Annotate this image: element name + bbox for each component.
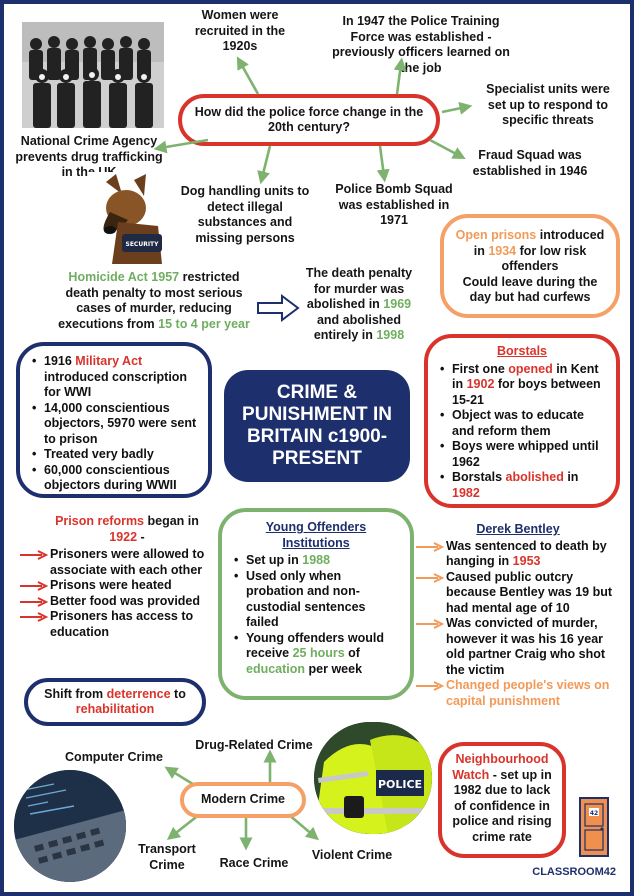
computer-crime-label: Computer Crime xyxy=(65,750,163,764)
bomb-squad-text: Police Bomb Squad was established in 197… xyxy=(335,182,453,227)
modern-crime-text: Modern Crime xyxy=(200,792,286,807)
bentley-item: Caused public outcry because Bentley was… xyxy=(416,570,616,617)
reform-item: Prisons were heated xyxy=(20,578,210,594)
question-arrows xyxy=(153,56,473,185)
military-item-treated: Treated very badly xyxy=(30,447,200,463)
police-dog-photo: SECURITY xyxy=(88,172,170,264)
military-act-box: 1916 Military Act introduced conscriptio… xyxy=(16,342,212,498)
borstals-item-whipped: Boys were whipped until 1962 xyxy=(438,439,606,470)
police-women-photo xyxy=(22,22,164,128)
bentley-item: Was sentenced to death by hanging in 195… xyxy=(416,539,616,570)
right-outline-arrow-icon xyxy=(257,294,300,322)
specialist-units-text: Specialist units were set up to respond … xyxy=(486,82,610,127)
reform-item: Prisoners has access to education xyxy=(20,609,210,640)
bentley-item: Was convicted of murder, however it was … xyxy=(416,616,616,678)
race-crime-label: Race Crime xyxy=(219,856,289,870)
borstals-heading: Borstals xyxy=(496,344,548,358)
yoi-item-probation: Used only when probation and non-custodi… xyxy=(232,569,400,631)
borstals-box: Borstals First one opened in Kent in 190… xyxy=(424,334,620,508)
death-penalty-text: The death penalty for murder was abolish… xyxy=(305,266,413,342)
prison-reforms-section: Prison reforms began in 1922 - Prisoners… xyxy=(20,514,210,640)
yoi-item-setup: Set up in 1988 xyxy=(232,553,400,569)
shift-box: Shift from deterrence to rehabilitation xyxy=(24,678,206,726)
shift-text: Shift from deterrence to rehabilitation xyxy=(44,686,186,717)
derek-bentley-section: Derek Bentley Was sentenced to death by … xyxy=(416,522,616,709)
police-question-text: How did the police force change in the 2… xyxy=(194,104,424,135)
bentley-heading: Derek Bentley xyxy=(476,522,560,536)
military-item-objectors: 14,000 conscientious objectors, 5970 wer… xyxy=(30,401,200,448)
main-title: CRIME & PUNISHMENT IN BRITAIN c1900-PRES… xyxy=(224,370,410,482)
national-crime-agency-text: National Crime Agency prevents drug traf… xyxy=(15,134,163,179)
training-force-text: In 1947 the Police Training Force was es… xyxy=(332,14,510,75)
neighbourhood-watch-box: Neighbourhood Watch - set up in 1982 due… xyxy=(438,742,566,858)
reform-item: Prisoners were allowed to associate with… xyxy=(20,547,210,578)
police-question-bubble: How did the police force change in the 2… xyxy=(178,94,440,146)
military-item-wwii: 60,000 conscientious objectors during WW… xyxy=(30,463,200,494)
drug-related-crime-label: Drug-Related Crime xyxy=(195,738,313,752)
prison-reforms-heading: Prison reforms began in 1922 - xyxy=(55,514,199,544)
violent-crime-label: Violent Crime xyxy=(311,848,393,862)
red-arrow-icon xyxy=(20,612,48,622)
red-arrow-icon xyxy=(20,581,48,591)
transport-crime-label: Transport Crime xyxy=(138,842,196,872)
modern-crime-bubble: Modern Crime xyxy=(180,782,306,818)
police-officer-photo: POLICE xyxy=(314,722,432,834)
orange-arrow-icon xyxy=(416,572,444,583)
military-act-item: 1916 Military Act introduced conscriptio… xyxy=(30,354,200,401)
young-offenders-box: Young Offenders Institutions Set up in 1… xyxy=(218,508,414,700)
borstals-item-object: Object was to educate and reform them xyxy=(438,408,606,439)
orange-arrow-icon xyxy=(416,541,444,552)
brand-label: CLASSROOM42 xyxy=(532,866,616,878)
dog-vest-label: SECURITY xyxy=(126,241,160,248)
bentley-item: Changed people's views on capital punish… xyxy=(416,678,616,709)
open-prisons-curfew: Could leave during the day but had curfe… xyxy=(462,274,598,305)
open-prisons-box: Open prisons introduced in 1934 for low … xyxy=(440,214,620,318)
dog-units-text: Dog handling units to detect illegal sub… xyxy=(180,184,310,245)
police-vest-label: POLICE xyxy=(378,778,422,791)
red-arrow-icon xyxy=(20,550,48,560)
women-recruited-text: Women were recruited in the 1920s xyxy=(194,8,286,53)
neighbourhood-watch-text: Neighbourhood Watch - set up in 1982 due… xyxy=(452,752,552,844)
orange-arrow-icon xyxy=(416,619,444,629)
borstals-item-abolished: Borstals abolished in 1982 xyxy=(438,470,606,501)
door-number: 42 xyxy=(590,810,598,817)
yoi-item-education: Young offenders would receive 25 hours o… xyxy=(232,631,400,678)
laptop-photo xyxy=(14,770,126,882)
orange-arrow-icon xyxy=(416,681,444,691)
yoi-heading: Young Offenders Institutions xyxy=(265,520,367,550)
reform-item: Better food was provided xyxy=(20,594,210,610)
homicide-act-text: Homicide Act 1957 restricted death penal… xyxy=(58,270,250,331)
fraud-squad-text: Fraud Squad was established in 1946 xyxy=(472,148,588,178)
door-icon: 42 xyxy=(579,797,609,857)
open-prisons-term: Open prisons xyxy=(455,228,537,242)
borstals-item-opened: First one opened in Kent in 1902 for boy… xyxy=(438,362,606,409)
red-arrow-icon xyxy=(20,596,48,607)
